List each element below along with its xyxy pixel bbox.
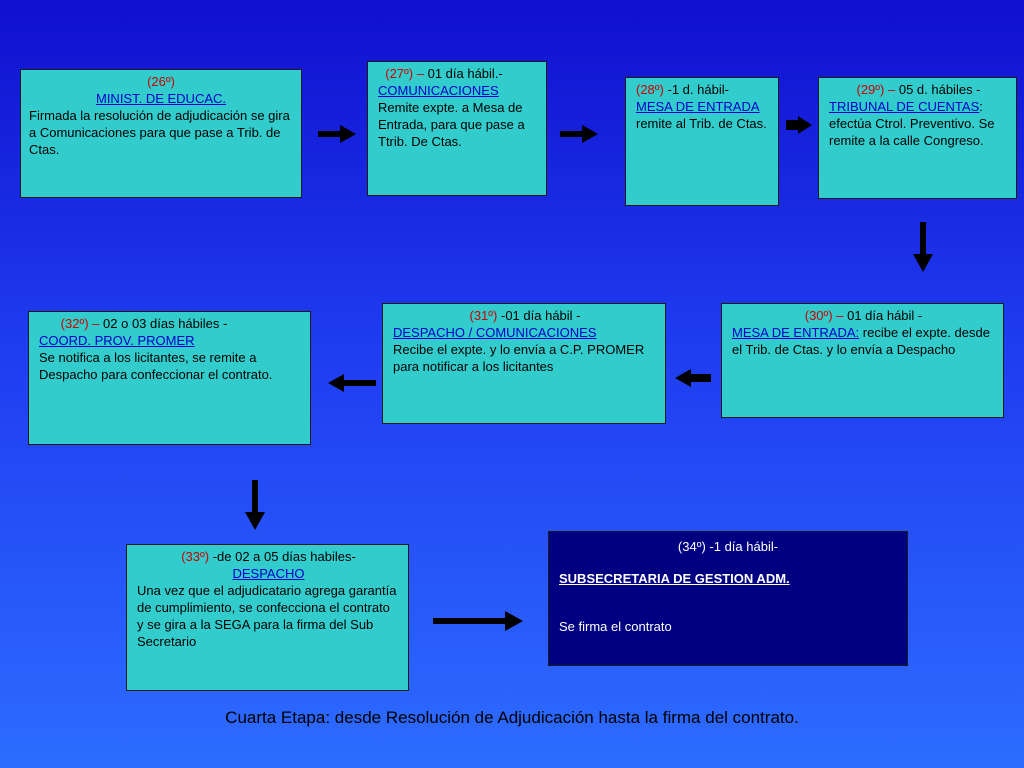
step-34-box: (34º) -1 día hábil- SUBSECRETARIA DE GES… — [548, 531, 908, 666]
step-description: Firmada la resolución de adjudicación se… — [29, 108, 290, 157]
dash: – — [92, 316, 100, 331]
step-organization: MESA DE ENTRADA — [636, 99, 760, 114]
step-31-box: (31º) -01 día hábil - DESPACHO / COMUNIC… — [382, 303, 666, 424]
step-number: (33º) — [181, 549, 210, 564]
separator: : — [979, 99, 983, 114]
step-description: Se firma el contrato — [559, 619, 672, 634]
step-organization: COORD. PROV. PROMER — [39, 333, 195, 348]
step-description: Se notifica a los licitantes, se remite … — [39, 350, 273, 382]
step-description: Remite expte. a Mesa de Entrada, para qu… — [378, 100, 525, 149]
step-description: remite al Trib. de Ctas. — [636, 116, 767, 131]
step-header: (34º) -1 día hábil- — [677, 539, 779, 554]
step-number: (31º) — [469, 308, 498, 323]
step-description: Recibe el expte. y lo envía a C.P. PROME… — [393, 342, 645, 374]
step-number: (29º) — [856, 82, 885, 97]
arrow-down-icon — [913, 222, 933, 272]
step-time: 01 día hábil.- — [427, 66, 503, 81]
step-number: (27º) — [385, 66, 414, 81]
step-organization: TRIBUNAL DE CUENTAS — [829, 99, 980, 114]
step-description: Una vez que el adjudicatario agrega gara… — [137, 583, 397, 649]
dash: – — [416, 66, 424, 81]
step-time: -1 d. hábil- — [667, 82, 729, 97]
arrow-right-icon — [786, 116, 812, 134]
step-organization: MINIST. DE EDUCAC. — [95, 91, 226, 106]
step-number: (30º) — [804, 308, 833, 323]
arrow-right-icon — [433, 611, 523, 631]
step-29-box: (29º) – 05 d. hábiles - TRIBUNAL DE CUEN… — [818, 77, 1017, 199]
step-number: (28º) — [636, 82, 664, 97]
step-organization: DESPACHO — [232, 566, 305, 581]
arrow-left-icon — [675, 369, 711, 387]
step-time: 02 o 03 días hábiles - — [103, 316, 228, 331]
step-number: (32º) — [60, 316, 89, 331]
step-organization: COMUNICACIONES — [378, 83, 499, 98]
arrow-right-icon — [318, 125, 356, 143]
step-time: -01 día hábil - — [501, 308, 581, 323]
dash: – — [887, 82, 896, 97]
step-time: -de 02 a 05 días habiles- — [212, 549, 356, 564]
step-33-box: (33º) -de 02 a 05 días habiles- DESPACHO… — [126, 544, 409, 691]
arrow-down-icon — [245, 480, 265, 530]
step-organization: DESPACHO / COMUNICACIONES — [393, 325, 597, 340]
step-27-box: (27º) – 01 día hábil.- COMUNICACIONES Re… — [367, 61, 547, 196]
separator: : — [855, 325, 860, 340]
step-time: 05 d. hábiles - — [898, 82, 981, 97]
arrow-right-icon — [560, 125, 598, 143]
step-time: 01 día hábil - — [847, 308, 923, 323]
step-28-box: (28º) -1 d. hábil- MESA DE ENTRADA remit… — [625, 77, 779, 206]
step-30-box: (30º) – 01 día hábil - MESA DE ENTRADA: … — [721, 303, 1004, 418]
step-organization: MESA DE ENTRADA — [732, 325, 856, 340]
dash: – — [836, 308, 844, 323]
arrow-left-icon — [328, 374, 376, 392]
step-32-box: (32º) – 02 o 03 días hábiles - COORD. PR… — [28, 311, 311, 445]
step-26-box: (26º) MINIST. DE EDUCAC. Firmada la reso… — [20, 69, 302, 198]
step-organization: SUBSECRETARIA DE GESTION ADM. — [559, 571, 790, 586]
step-number: (26º) — [147, 74, 175, 89]
diagram-caption: Cuarta Etapa: desde Resolución de Adjudi… — [225, 708, 799, 727]
step-description: efectúa Ctrol. Preventivo. Se remite a l… — [829, 116, 995, 148]
step-description: recibe el expte. desde el Trib. de Ctas.… — [732, 325, 990, 357]
